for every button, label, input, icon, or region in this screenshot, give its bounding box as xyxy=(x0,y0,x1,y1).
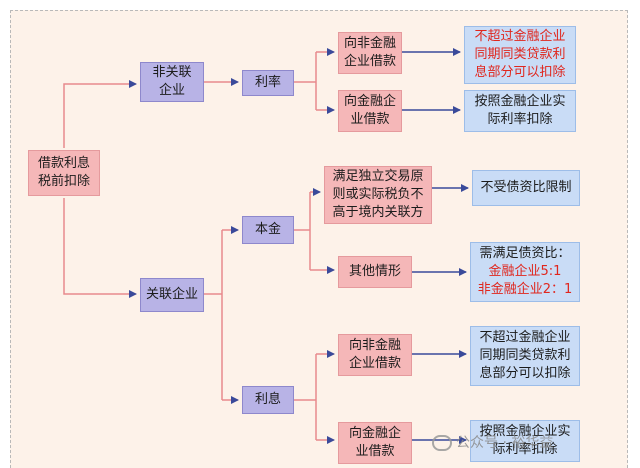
connector-principal-split xyxy=(294,192,311,270)
debt-ratio-result: 需满足债资比： 金融企业5:1 非金融企业2：1 xyxy=(470,242,580,302)
related-node: 关联企业 xyxy=(140,278,204,312)
connector-interest-split xyxy=(294,354,317,440)
diagram-frame xyxy=(10,10,628,468)
principal-node: 本金 xyxy=(242,216,294,244)
debt-ratio-non-financial: 非金融企业2：1 xyxy=(477,282,573,297)
watermark: 公众号 · 裕华益 xyxy=(432,432,553,452)
connector-root-nonrelated xyxy=(63,80,137,148)
watermark-text: 公众号 · 裕华益 xyxy=(456,435,554,451)
nonrelated-to-financial-node: 向金融企 业借款 xyxy=(338,90,402,132)
non-related-node: 非关联 企业 xyxy=(140,62,204,102)
wechat-icon xyxy=(432,435,452,451)
nonrelated-financial-result: 按照金融企业实 际利率扣除 xyxy=(464,90,576,132)
connector-root-related xyxy=(63,198,137,298)
root-node: 借款利息 税前扣除 xyxy=(28,150,100,196)
other-situation-node: 其他情形 xyxy=(338,256,412,288)
interest-node: 利息 xyxy=(242,386,294,414)
related-to-nonfinancial-node: 向非金融 企业借款 xyxy=(338,334,412,376)
related-to-financial-node: 向金融企 业借款 xyxy=(338,422,412,464)
debt-ratio-title: 需满足债资比： xyxy=(479,246,571,261)
arm-length-node: 满足独立交易原 则或实际税负不 高于境内关联方 xyxy=(324,166,432,224)
nonrelated-nonfinancial-result: 不超过金融企业 同期同类贷款利 息部分可以扣除 xyxy=(464,26,576,84)
nonrelated-to-nonfinancial-node: 向非金融 企业借款 xyxy=(338,32,402,74)
related-nonfinancial-result: 不超过金融企业 同期同类贷款利 息部分可以扣除 xyxy=(470,326,580,386)
debt-ratio-financial: 金融企业5:1 xyxy=(488,264,562,279)
rate-node: 利率 xyxy=(242,70,294,96)
no-ratio-limit-result: 不受债资比限制 xyxy=(472,170,580,206)
connector-rate-split xyxy=(294,52,317,110)
related-financial-result: 按照金融企业实 际利率扣除 xyxy=(470,420,580,462)
connector-related-split xyxy=(204,230,223,400)
